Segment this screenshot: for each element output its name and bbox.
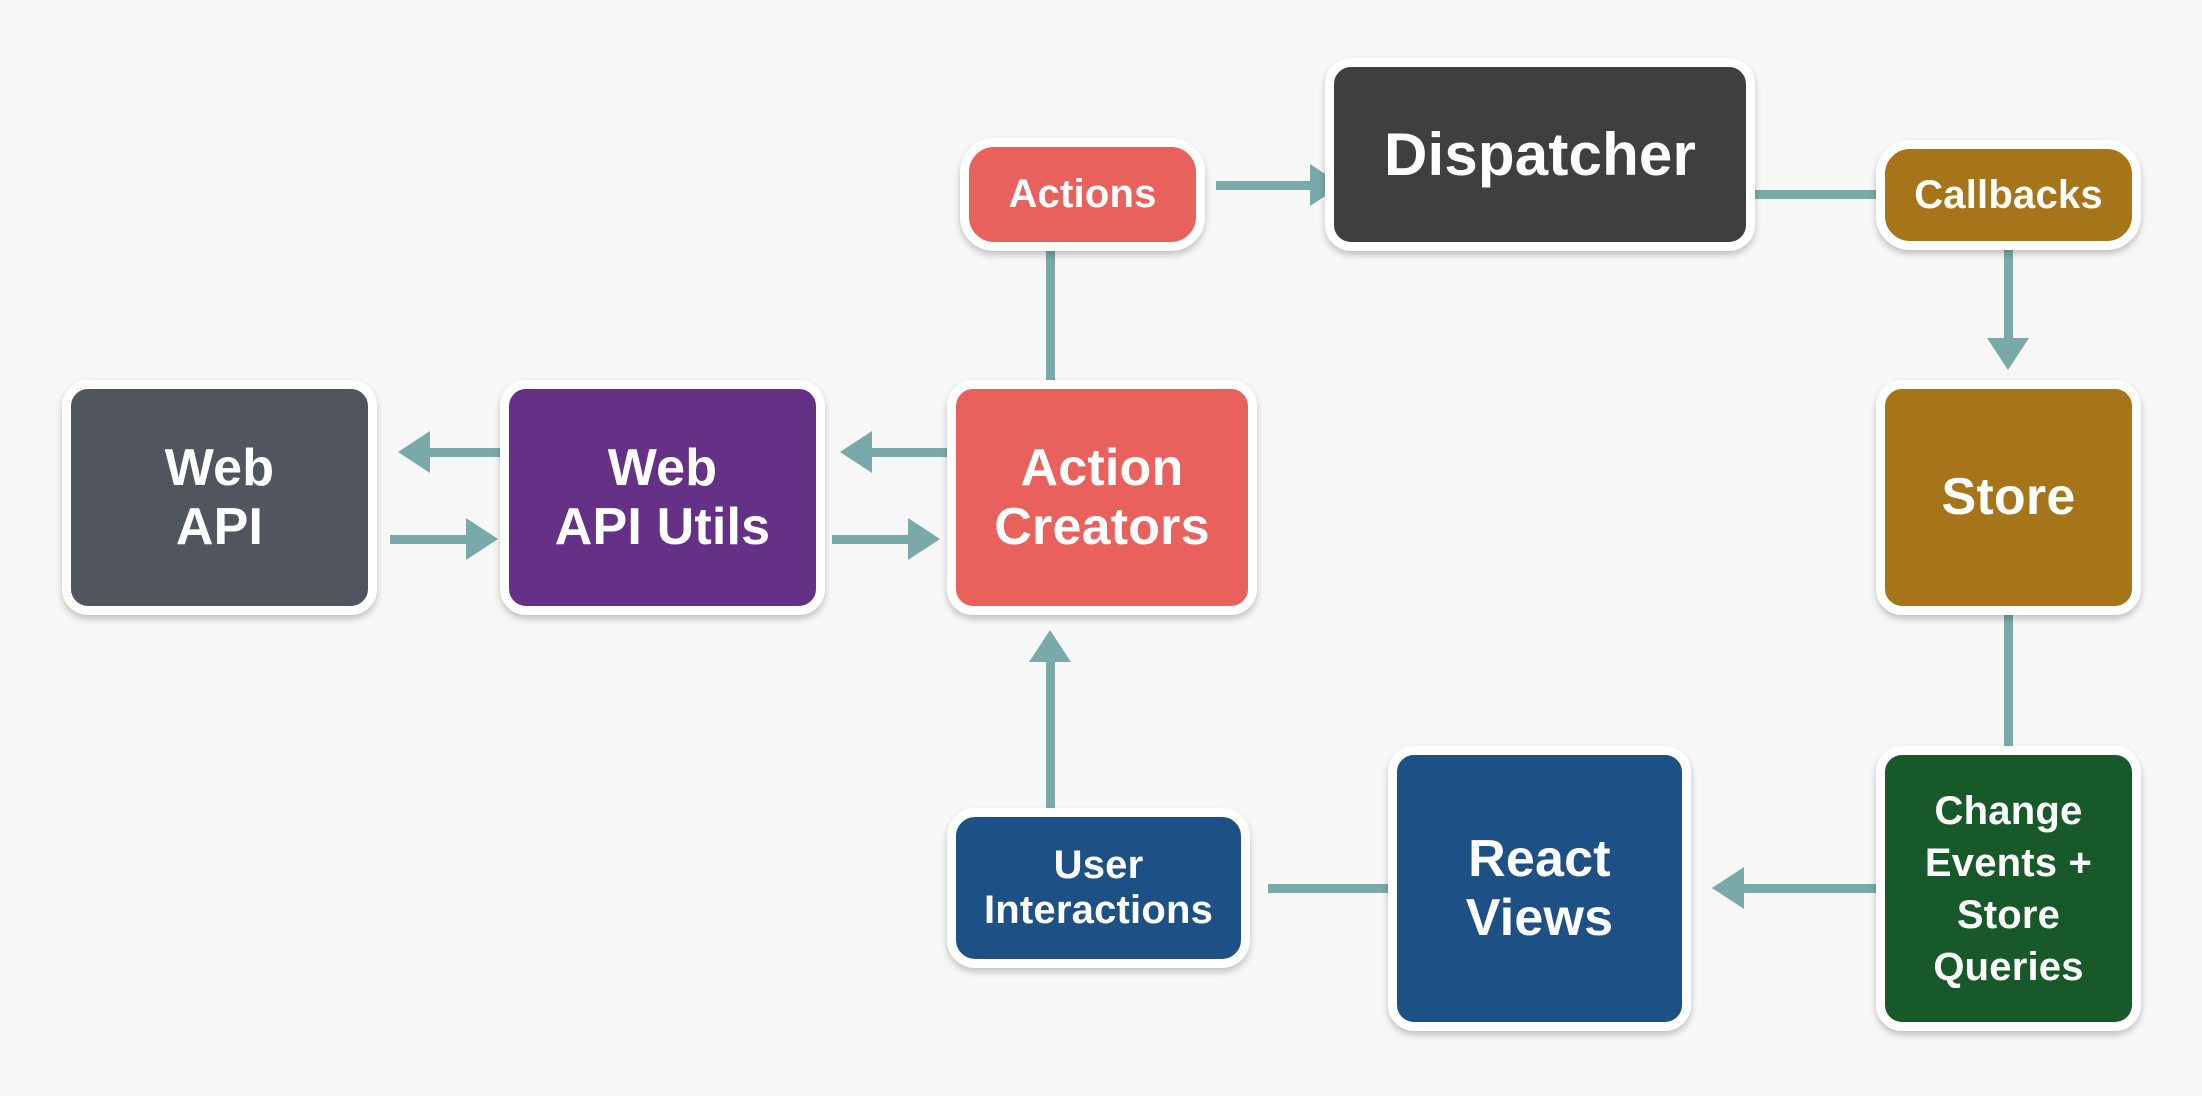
connector-react-views-to-user-interactions — [1268, 884, 1390, 893]
node-store[interactable]: Store — [1876, 380, 2141, 615]
node-action-creators[interactable]: Action Creators — [947, 380, 1257, 615]
node-web-api[interactable]: Web API — [62, 380, 377, 615]
node-dispatcher-label: Dispatcher — [1383, 120, 1697, 188]
connector-store-to-change-events — [2004, 613, 2013, 749]
node-store-label: Store — [1941, 468, 2076, 527]
node-web-api-utils-label: Web API Utils — [554, 439, 771, 556]
connector-action-creators-to-web-api-utils — [872, 448, 950, 457]
node-web-api-utils[interactable]: Web API Utils — [500, 380, 825, 615]
arrowhead-user-interactions-to-action-creators — [1029, 630, 1071, 662]
connector-web-api-utils-to-web-api — [430, 448, 508, 457]
node-dispatcher[interactable]: Dispatcher — [1325, 58, 1755, 251]
arrowhead-web-api-utils-to-web-api — [398, 431, 430, 473]
connector-web-api-to-web-api-utils — [390, 535, 470, 544]
node-user-interactions[interactable]: User Interactions — [947, 808, 1250, 968]
arrowhead-change-events-to-react-views — [1712, 867, 1744, 909]
node-action-creators-label: Action Creators — [994, 439, 1210, 556]
connector-callbacks-to-store — [2004, 248, 2013, 344]
connector-change-events-to-react-views — [1744, 884, 1880, 893]
arrowhead-web-api-to-web-api-utils — [466, 518, 498, 560]
node-callbacks-label: Callbacks — [1914, 172, 2103, 217]
node-actions-label: Actions — [1008, 172, 1157, 217]
node-react-views-label: React Views — [1465, 830, 1614, 947]
connector-actions-to-dispatcher — [1216, 181, 1324, 190]
arrowhead-action-creators-to-web-api-utils — [840, 431, 872, 473]
connector-web-api-utils-to-action-creators — [832, 535, 912, 544]
arrowhead-callbacks-to-store — [1987, 338, 2029, 370]
connector-dispatcher-to-callbacks — [1752, 190, 1880, 199]
connector-user-interactions-to-action-creators — [1046, 660, 1055, 808]
node-user-interactions-label: User Interactions — [983, 843, 1214, 932]
node-web-api-label: Web API — [164, 439, 275, 556]
node-actions[interactable]: Actions — [960, 138, 1205, 251]
node-change-events-store-queries[interactable]: Change Events + Store Queries — [1876, 746, 2141, 1031]
node-change-events-store-queries-label: Change Events + Store Queries — [1924, 788, 2093, 989]
node-callbacks[interactable]: Callbacks — [1876, 140, 2141, 250]
arrowhead-web-api-utils-to-action-creators — [908, 518, 940, 560]
node-react-views[interactable]: React Views — [1388, 746, 1691, 1031]
connector-action-creators-to-actions — [1046, 249, 1055, 383]
